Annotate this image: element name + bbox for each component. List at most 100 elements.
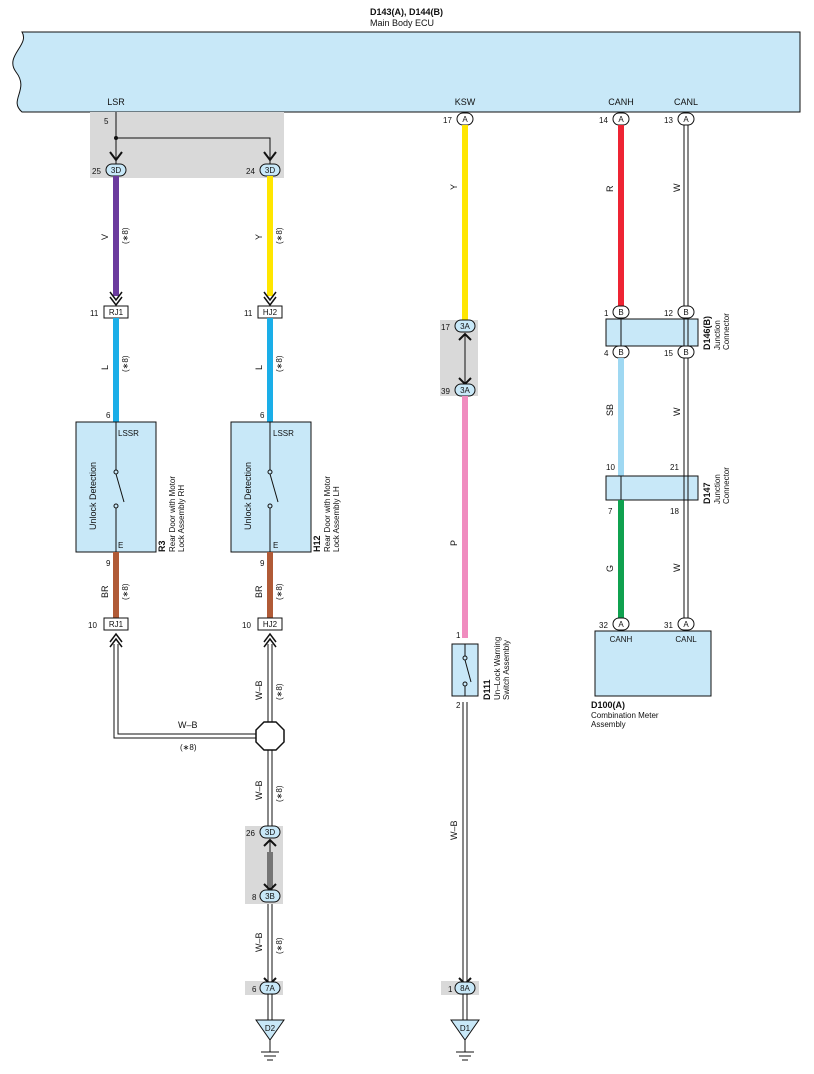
connector-rj1-bottom[interactable]: RJ1 — [103, 617, 129, 631]
connector-b-4[interactable]: B — [612, 345, 630, 359]
wire-label-r: R — [605, 185, 615, 192]
connector-7a[interactable]: 7A — [259, 981, 281, 995]
connector-3b-8[interactable]: 3B — [259, 889, 281, 903]
pin-24: 24 — [246, 167, 255, 176]
wire-pink — [462, 396, 468, 638]
ecu-pin-canh: CANH — [608, 97, 634, 107]
d111-id: D111 — [482, 679, 492, 700]
pin-1: 1 — [448, 985, 453, 994]
connector-a-17[interactable]: A — [456, 112, 474, 126]
connector-3a-39[interactable]: 3A — [454, 383, 476, 397]
pin-1: 1 — [604, 309, 609, 318]
component-r3[interactable]: LSSR E Unlock Detection — [75, 421, 157, 553]
svg-text:CANL: CANL — [675, 635, 697, 644]
svg-text:7A: 7A — [265, 984, 275, 993]
d100-desc-1: Combination Meter — [591, 711, 659, 720]
wire-label-y: Y — [254, 234, 264, 240]
connector-a-31[interactable]: A — [677, 617, 695, 631]
connector-b-12[interactable]: B — [677, 305, 695, 319]
pin-11: 11 — [90, 309, 99, 318]
pin-5: 5 — [104, 117, 109, 126]
arrow-icon — [109, 291, 123, 307]
component-d111[interactable] — [451, 643, 479, 697]
d147-desc-2: Connector — [722, 467, 731, 504]
connector-hj2-bottom[interactable]: HJ2 — [257, 617, 283, 631]
connector-rj1-top[interactable]: RJ1 — [103, 305, 129, 319]
ecu-pin-lsr: LSR — [107, 97, 125, 107]
connector-3a-17[interactable]: 3A — [454, 319, 476, 333]
pin-4: 4 — [604, 349, 609, 358]
connector-3d-25[interactable]: 3D — [105, 163, 127, 177]
pin-6: 6 — [260, 411, 265, 420]
arrow-icon — [109, 151, 123, 162]
arrow-icon — [263, 151, 277, 162]
component-h12[interactable]: LSSR E Unlock Detection — [230, 421, 312, 553]
wire-label-wb: W–B — [178, 720, 198, 730]
wire-label-star8: (∗8) — [275, 785, 284, 802]
connector-b-1[interactable]: B — [612, 305, 630, 319]
connector-a-13[interactable]: A — [677, 112, 695, 126]
wire-label-y: Y — [449, 184, 459, 190]
svg-text:LSSR: LSSR — [273, 429, 294, 438]
wire-label-star8: (∗8) — [275, 583, 284, 600]
wire-label-star8: (∗8) — [275, 683, 284, 700]
connector-3d-24[interactable]: 3D — [259, 163, 281, 177]
wire-label-v: V — [100, 234, 110, 240]
svg-text:A: A — [683, 620, 689, 629]
wire-label-star8: (∗8) — [121, 355, 130, 372]
connector-a-14[interactable]: A — [612, 112, 630, 126]
pin-21: 21 — [670, 463, 679, 472]
ecu-box[interactable] — [12, 31, 801, 113]
svg-text:A: A — [618, 620, 624, 629]
svg-text:3B: 3B — [265, 892, 275, 901]
arrow-icon — [263, 632, 277, 648]
pin-14: 14 — [599, 116, 608, 125]
d146-desc-2: Connector — [722, 313, 731, 350]
wire-label-star8: (∗8) — [275, 355, 284, 372]
pin-15: 15 — [664, 349, 673, 358]
pin-10: 10 — [88, 621, 97, 630]
ecu-pin-ksw: KSW — [455, 97, 476, 107]
pin-13: 13 — [664, 116, 673, 125]
r3-desc-1: Rear Door with Motor — [168, 476, 177, 552]
wire-label-g: G — [605, 565, 615, 572]
connector-3d-26[interactable]: 3D — [259, 825, 281, 839]
r3-desc-2: Lock Assembly RH — [177, 485, 186, 552]
wire-label-star8: (∗8) — [121, 227, 130, 244]
wire-label-star8: (∗8) — [121, 583, 130, 600]
connector-hj2-top[interactable]: HJ2 — [257, 305, 283, 319]
pin-31: 31 — [664, 621, 673, 630]
pin-9: 9 — [260, 559, 265, 568]
h12-desc-1: Rear Door with Motor — [323, 476, 332, 552]
connector-b-15[interactable]: B — [677, 345, 695, 359]
pin-39: 39 — [441, 387, 450, 396]
ground-d1[interactable]: D1 — [450, 1019, 480, 1061]
connector-a-32[interactable]: A — [612, 617, 630, 631]
wire-label-wb: W–B — [254, 932, 264, 952]
wire-label-br: BR — [100, 585, 110, 598]
wire-label-br: BR — [254, 585, 264, 598]
component-d146[interactable] — [605, 318, 699, 347]
component-d147[interactable] — [605, 475, 699, 501]
wire-label-l: L — [100, 365, 110, 370]
ground-d2[interactable]: D2 — [255, 1019, 285, 1061]
arrow-icon — [109, 632, 123, 648]
svg-text:A: A — [618, 115, 624, 124]
connector-8a[interactable]: 8A — [454, 981, 476, 995]
svg-text:Unlock Detection: Unlock Detection — [88, 462, 98, 530]
svg-text:LSSR: LSSR — [118, 429, 139, 438]
pin-6: 6 — [252, 985, 257, 994]
component-d100[interactable]: CANH CANL — [594, 630, 712, 697]
svg-text:E: E — [273, 541, 278, 550]
svg-text:B: B — [618, 308, 623, 317]
ecu-name: Main Body ECU — [370, 18, 434, 28]
pin-7: 7 — [608, 507, 613, 516]
pin-10: 10 — [242, 621, 251, 630]
wire-label-star8: (∗8) — [275, 227, 284, 244]
d146-id: D146(B) — [702, 316, 712, 350]
ecu-id: D143(A), D144(B) — [370, 7, 443, 17]
pin-11: 11 — [244, 309, 253, 318]
pin-32: 32 — [599, 621, 608, 630]
svg-text:RJ1: RJ1 — [109, 620, 124, 629]
